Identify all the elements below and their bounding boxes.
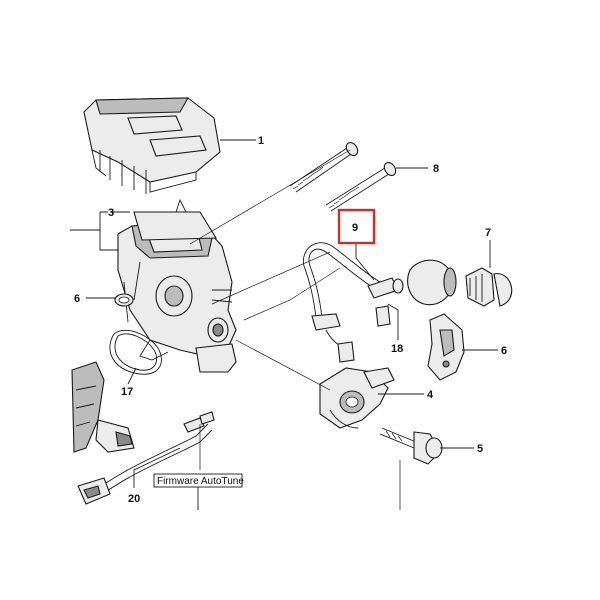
callout-4: 4	[427, 389, 434, 401]
firmware-autotune-label: Firmware AutoTune	[153, 473, 244, 488]
callout-18: 18	[391, 343, 403, 355]
part-7-primer-bulb	[407, 259, 513, 307]
part-6-o-ring-left	[114, 293, 134, 307]
part-3-main-housing	[117, 198, 237, 373]
callout-8: 8	[433, 163, 439, 175]
callout-7: 7	[485, 227, 491, 239]
callout-6-left: 6	[74, 293, 80, 305]
callout-9: 9	[352, 222, 358, 234]
leader-lines	[70, 139, 498, 510]
part-17-gasket	[109, 329, 162, 375]
callout-3: 3	[108, 207, 114, 219]
part-1-top-cover	[83, 97, 221, 194]
callout-6-right: 6	[501, 345, 507, 357]
part-5-screw	[379, 427, 443, 465]
part-4-switch-assembly	[319, 367, 395, 429]
part-6-bracket-right	[427, 313, 465, 381]
wiring-harness	[71, 361, 215, 505]
part-9-hose	[302, 242, 404, 363]
callout-1: 1	[258, 135, 264, 147]
callout-20: 20	[128, 493, 140, 505]
part-9-highlight-box	[337, 208, 376, 245]
callout-17: 17	[121, 386, 133, 398]
part-8-long-bolts	[289, 142, 397, 212]
firmware-autotune-text: Firmware AutoTune	[157, 476, 244, 487]
callout-5: 5	[477, 443, 483, 455]
